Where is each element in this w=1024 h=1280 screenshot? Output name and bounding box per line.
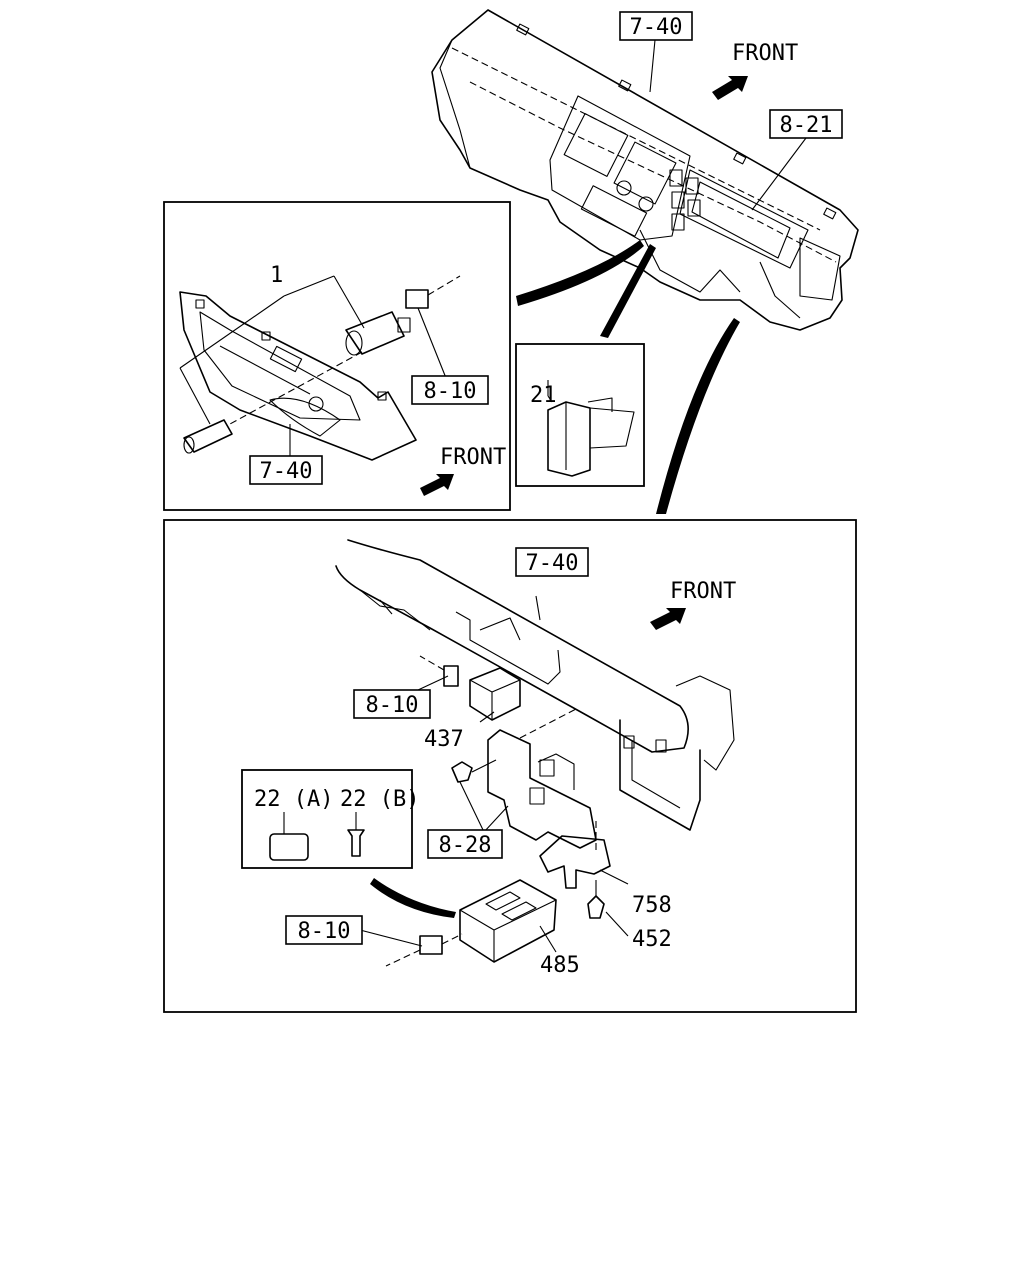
callout-part-21: 21	[530, 383, 557, 408]
callout-7-40-inset: 7-40	[249, 455, 323, 485]
svg-text:FRONT: FRONT	[732, 41, 798, 66]
callout-8-21-top: 8-21	[751, 109, 843, 211]
callout-part-758: 758	[632, 893, 672, 918]
callout-part-485: 485	[540, 953, 580, 978]
fuse-b-icon	[347, 829, 365, 857]
front-direction-top: FRONT	[712, 41, 798, 100]
svg-text:7-40: 7-40	[630, 15, 683, 40]
front-arrow-icon	[420, 474, 454, 496]
callout-8-10-inset: 8-10	[411, 375, 489, 405]
front-arrow-icon	[650, 608, 686, 630]
legend-label-22b: 22 (B)	[340, 787, 419, 812]
svg-text:8-28: 8-28	[439, 833, 492, 858]
svg-text:8-21: 8-21	[780, 113, 833, 138]
legend-box-22: 22 (A) 22 (B)	[241, 769, 419, 869]
svg-text:8-10: 8-10	[366, 693, 419, 718]
front-direction-inset-bottom: FRONT	[650, 579, 736, 630]
inset-part-21	[515, 343, 645, 487]
leader-to-part-21	[600, 244, 656, 338]
leader-to-bottom-inset	[656, 318, 740, 514]
callout-7-40-bottom: 7-40	[515, 547, 589, 577]
inset-bracket-assembly	[163, 519, 857, 1013]
callout-part-1: 1	[270, 263, 283, 288]
callout-8-10-bottom-upper: 8-10	[353, 689, 431, 719]
leader-legend-to-relay	[370, 878, 456, 918]
callout-7-40-top: 7-40	[619, 11, 693, 93]
legend-label-22a: 22 (A)	[254, 787, 333, 812]
front-arrow-icon	[712, 76, 748, 100]
callout-8-28-bottom: 8-28	[427, 829, 503, 859]
svg-text:FRONT: FRONT	[670, 579, 736, 604]
svg-text:FRONT: FRONT	[440, 445, 506, 470]
callout-8-10-bottom-lower: 8-10	[285, 915, 363, 945]
svg-text:8-10: 8-10	[424, 379, 477, 404]
svg-text:7-40: 7-40	[260, 459, 313, 484]
callout-part-452: 452	[632, 927, 672, 952]
svg-text:7-40: 7-40	[526, 551, 579, 576]
svg-text:8-10: 8-10	[298, 919, 351, 944]
inset-switch-panel	[163, 201, 511, 511]
fuse-a-icon	[269, 833, 309, 861]
leader-to-left-inset	[516, 240, 644, 306]
instrument-panel-overview	[431, 9, 859, 331]
front-direction-inset-left: FRONT	[420, 445, 506, 496]
callout-part-437: 437	[424, 727, 464, 752]
